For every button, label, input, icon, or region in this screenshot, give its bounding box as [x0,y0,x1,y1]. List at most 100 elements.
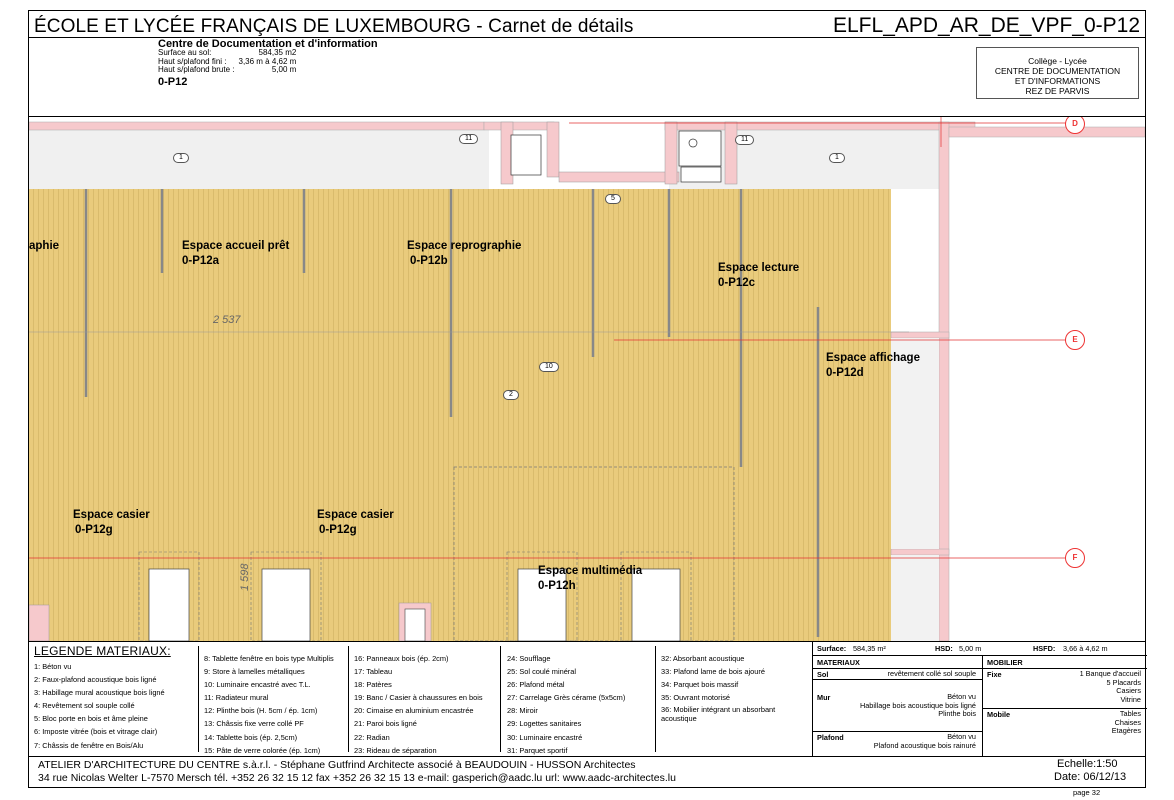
sol-value: revêtement collé sol souple [887,669,976,678]
partitions [84,189,820,637]
sol-label: Sol [817,670,829,679]
legend-item: 31: Parquet sportif [507,745,568,755]
wall-top-mid [483,121,555,131]
wall-pier-right [664,121,678,185]
item-tag: 11 [735,135,755,145]
legend-item: 11: Radiateur mural [204,693,269,703]
legend-item: 24: Soufflage [507,654,551,663]
item-tag: 2 [503,390,519,400]
legend-item: 16: Panneaux bois (ép. 2cm) [354,654,449,663]
spec-divider [813,679,983,680]
room-info: Centre de Documentation et d'information… [158,38,378,88]
row-label: Haut s/plafond fini : [158,56,227,66]
grid-bubble-f: F [1065,548,1085,568]
legend-item: 17: Tableau [354,667,393,677]
legend-item: 28: Miroir [507,706,538,716]
legend-item: 2: Faux-plafond acoustique bois ligné [34,675,157,685]
fixe-label: Fixe [987,670,1002,679]
legend-item: 22: Radian [354,732,390,742]
fixe-line: 1 Banque d'accueil [1079,669,1141,678]
page-number: page 32 [1073,788,1101,797]
item-tag: 5 [605,194,621,204]
item-tag: 1 [829,153,845,163]
item-tag: 11 [459,134,479,144]
legend-item: 15: Pâte de verre colorée (ép. 1cm) [204,745,321,755]
ceiling-zone-left [29,129,489,189]
room-code: 0-P12 [158,75,188,88]
firm-name: ATELIER D'ARCHITECTURE DU CENTRE s.à.r.l… [38,759,636,771]
room-info-table: Surface au sol: 584,35 m2 Haut s/plafond … [158,48,297,75]
materials-panel: MATERIAUX Sol revêtement collé sol soupl… [813,656,983,756]
wall-right-top [948,126,1145,138]
context-line: ET D'INFORMATIONS [1014,76,1101,86]
hsd-value: 5,00 m [959,644,982,653]
legend-item: 30: Luminaire encastré [507,732,583,742]
legend-separator [198,646,199,752]
plan-top-divider [28,116,1146,117]
shaft-pipe [688,138,698,148]
legend-item: 21: Paroi bois ligné [354,719,417,729]
plafond-label: Plafond [817,733,844,742]
room-label: aphie [29,240,60,252]
surface-value: 584,35 m² [853,644,886,653]
legend-item: 3: Habillage mural acoustique bois ligné [34,688,165,698]
legend-item: 25: Sol coulé minéral [507,667,577,677]
plafond-line: Plafond acoustique bois rainuré [873,740,976,750]
shaft-right [678,130,722,167]
legend-item: 26: Plafond métal [507,680,565,690]
row-label: Surface au sol: [158,48,212,57]
fixe-line: Casiers [1116,686,1141,696]
item-tag: 1 [173,153,189,163]
furniture-title: MOBILIER [987,658,1023,667]
floor-plan-drawing [29,117,1145,641]
mur-value: Béton vu Habillage bois acoustique bois … [859,692,976,719]
drawing-sheet [28,10,1146,788]
mobile-line: Tables [1119,709,1141,718]
wall-pier-left-2 [546,121,560,178]
context-line: Collège - Lycée [1028,56,1087,66]
fixe-value: 1 Banque d'accueil 5 Placards Casiers Vi… [1079,669,1141,704]
mur-line: Habillage bois acoustique bois ligné [859,700,976,710]
mur-line: Plinthe bois [938,709,976,719]
context-line: CENTRE DE DOCUMENTATION [994,66,1121,76]
row-value: 3,36 m à 4,62 m [238,56,297,66]
legend-divider [28,641,1146,642]
furniture-panel: MOBILIER Fixe 1 Banque d'accueil 5 Placa… [983,656,1147,756]
fixe-line: Vitrine [1120,694,1141,704]
footer-divider [28,756,1146,757]
mur-label: Mur [817,693,831,702]
side-room-low [891,555,939,641]
legend-item: 35: Ouvrant motorisé [661,693,731,703]
shaft-left [510,134,542,176]
wall-right-low [890,548,950,556]
legend-item: 20: Cimaise en aluminium encastrée [354,706,474,716]
scale-label: Echelle:1:50 [1057,758,1118,770]
wall-niche [558,171,680,183]
dimension-label-vertical: 1 598 [239,563,251,591]
shaft-box [680,166,722,183]
hsfd-label: HSFD: [1033,644,1056,653]
room-specs: Surface: 584,35 m² HSD: 5,00 m HSFD: 3,6… [812,642,1147,756]
room-name: Centre de Documentation et d'information [158,38,378,50]
specs-summary: Surface: 584,35 m² HSD: 5,00 m HSFD: 3,6… [813,642,1147,656]
cabinets [29,551,692,641]
legend-item: 19: Banc / Casier à chaussures en bois [354,693,483,703]
row-value: 584,35 m2 [258,48,297,57]
legend-separator [500,646,501,752]
legend-item: 8: Tablette fenêtre en bois type Multipl… [204,654,334,663]
spec-divider [983,708,1147,709]
room-info-row: Surface au sol: 584,35 m2 [158,48,297,58]
fixe-line: 5 Placards [1106,677,1141,687]
firm-contact: 34 rue Nicolas Welter L-7570 Mersch tél.… [38,772,676,784]
legend-item: 23: Rideau de séparation [354,745,437,755]
materials-legend: LEGENDE MATERIAUX: 1: Béton vu 2: Faux-p… [30,644,810,756]
header-divider [28,37,1146,38]
legend-separator [348,646,349,752]
legend-item: 9: Store à lamelles métalliques [204,667,305,677]
multimedia-zone [453,466,735,641]
